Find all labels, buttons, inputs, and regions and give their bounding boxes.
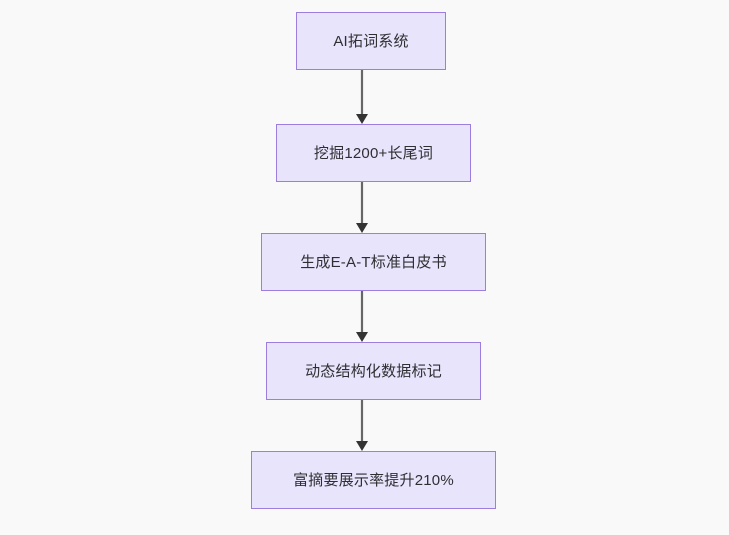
flow-node-label: 挖掘1200+长尾词 (313, 144, 434, 162)
flow-node-structured-data-markup[interactable]: 动态结构化数据标记 (266, 342, 481, 400)
flow-node-ai-keyword-system[interactable]: AI拓词系统 (296, 12, 446, 70)
flow-connector-4 (353, 400, 371, 451)
flow-node-label: 生成E-A-T标准白皮书 (300, 253, 447, 271)
flow-node-eat-whitepaper[interactable]: 生成E-A-T标准白皮书 (261, 233, 486, 291)
flow-connector-2 (353, 182, 371, 233)
flow-connector-3 (353, 291, 371, 342)
flow-node-rich-snippet-result[interactable]: 富摘要展示率提升210% (251, 451, 496, 509)
flow-node-label: 富摘要展示率提升210% (293, 471, 454, 489)
flow-node-label: AI拓词系统 (333, 32, 409, 50)
flow-connector-1 (353, 70, 371, 124)
flow-node-label: 动态结构化数据标记 (305, 362, 442, 380)
flow-node-longtail-keywords[interactable]: 挖掘1200+长尾词 (276, 124, 471, 182)
